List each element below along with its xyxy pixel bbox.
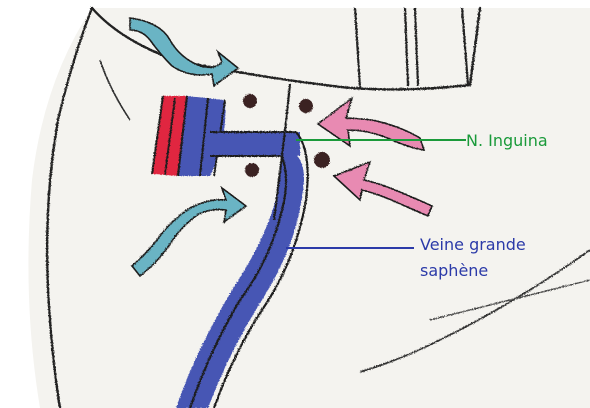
lymph-node-dot [243, 94, 257, 108]
saphene-label-line1: Veine grande [420, 232, 526, 258]
inguinal-node-label: N. Inguina [466, 128, 548, 154]
paper-sheet [28, 8, 590, 408]
lymph-node-dot [245, 163, 259, 177]
lymph-node-dot [314, 152, 330, 168]
saphene-vein-label: Veine grande saphène [420, 232, 526, 284]
lymph-node-dot [299, 99, 313, 113]
saphene-label-line2: saphène [420, 258, 526, 284]
